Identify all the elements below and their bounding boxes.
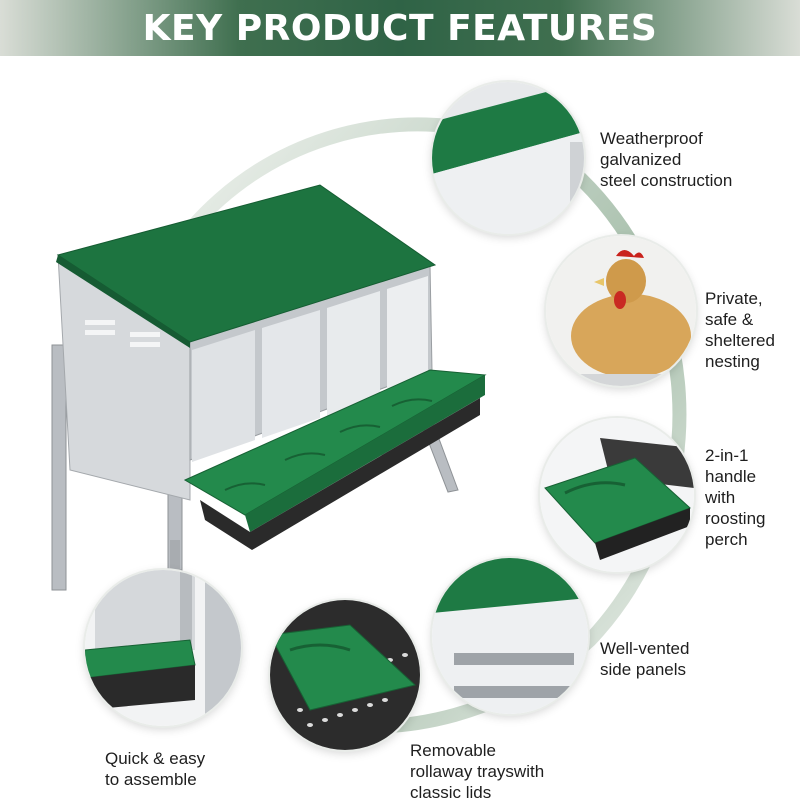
rollaway-tray-closeup-icon — [270, 600, 420, 750]
feature-3-image — [540, 418, 694, 572]
handle-perch-closeup-icon — [540, 418, 694, 572]
feature-4-caption: Well-vented side panels — [600, 639, 690, 679]
feature-2-image — [546, 236, 696, 386]
feature-2-caption: Private, safe & sheltered nesting — [705, 289, 775, 371]
feature-5-caption: Removable rollaway trayswith classic lid… — [410, 741, 545, 800]
page-title: KEY PRODUCT FEATURES — [142, 7, 658, 49]
steel-roof-closeup-icon — [432, 82, 584, 234]
feature-4-image — [432, 558, 588, 714]
feature-5-image — [270, 600, 420, 750]
vented-side-panel-closeup-icon — [432, 558, 588, 714]
assembly-closeup-icon — [85, 570, 241, 726]
feature-3-caption: 2-in-1 handle with roosting perch — [705, 446, 766, 549]
feature-1-image — [432, 82, 584, 234]
header-banner: KEY PRODUCT FEATURES — [0, 0, 800, 56]
feature-6-caption: Quick & easy to assemble — [105, 749, 206, 789]
hen-photo-icon — [546, 236, 696, 386]
feature-6-image — [85, 570, 241, 726]
nesting-box-image — [51, 184, 487, 591]
feature-1-caption: Weatherproof galvanized steel constructi… — [600, 129, 733, 190]
